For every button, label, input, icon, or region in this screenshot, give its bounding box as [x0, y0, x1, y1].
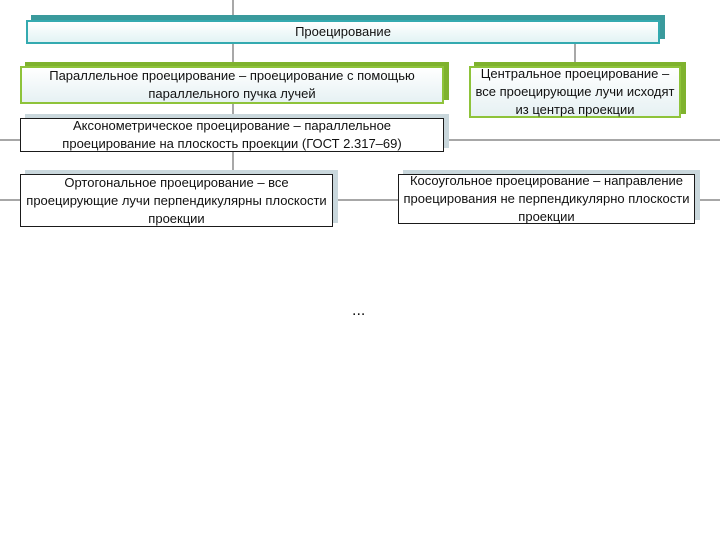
parallel-projection-node: Параллельное проецирование – проецирован…	[20, 66, 444, 104]
central-projection-label: Центральное проецирование – все проециру…	[475, 66, 675, 117]
continuation-ellipsis: ...	[352, 302, 366, 319]
orthogonal-projection-node: Ортогональное проецирование – все проеци…	[20, 174, 333, 227]
parallel-projection-label: Параллельное проецирование – проецирован…	[49, 68, 415, 101]
oblique-projection-node: Косоугольное проецирование – направление…	[398, 173, 695, 224]
central-projection-node: Центральное проецирование – все проециру…	[469, 66, 681, 118]
oblique-projection-label: Косоугольное проецирование – направление…	[403, 173, 690, 224]
axonometric-projection-label: Аксонометрическое проецирование – паралл…	[62, 118, 402, 151]
axonometric-projection-node: Аксонометрическое проецирование – паралл…	[20, 118, 444, 152]
orthogonal-projection-label: Ортогональное проецирование – все проеци…	[26, 174, 327, 226]
root-node-label: Проецирование	[295, 24, 391, 39]
root-node: Проецирование	[26, 20, 660, 44]
